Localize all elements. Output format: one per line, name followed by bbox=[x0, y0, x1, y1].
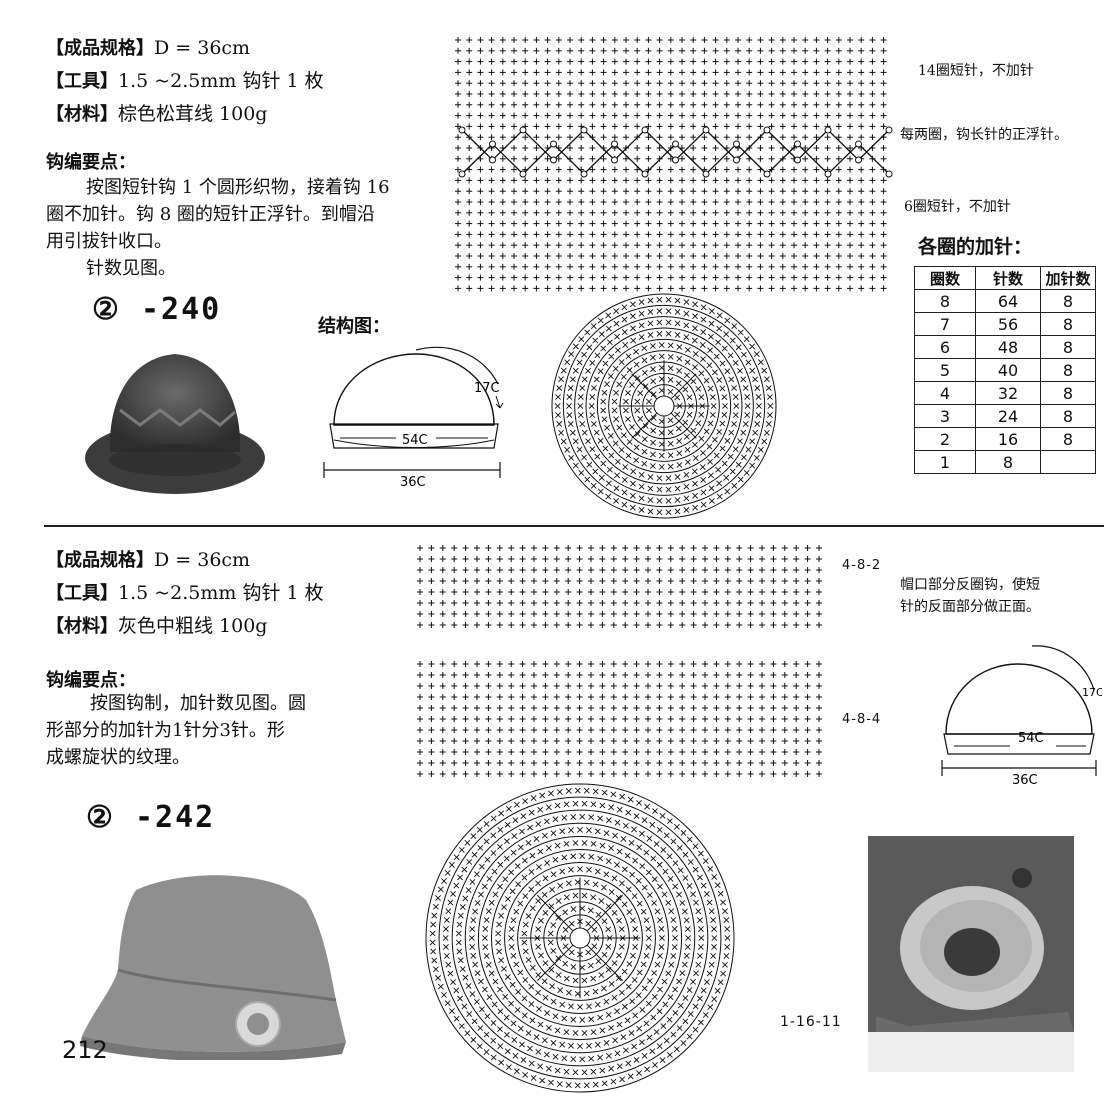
top-spec-material: 【材料】棕色松茸线 100g bbox=[46, 103, 268, 125]
top-dim-36: 36C bbox=[400, 475, 426, 490]
top-structure-diagram: 17C 54C 36C bbox=[323, 346, 504, 490]
top-spec-size: 【成品规格】D = 36cm bbox=[46, 37, 251, 59]
bottom-spec-size: 【成品规格】D = 36cm bbox=[46, 549, 251, 571]
bottom-note: 帽口部分反圈钩，使短 针的反面部分做正面。 bbox=[900, 577, 1040, 615]
bottom-dim-17: 17C bbox=[1082, 686, 1102, 699]
bottom-specs: 【成品规格】D = 36cm 【工具】1.5 ~2.5mm 钩针 1 枚 【材料… bbox=[46, 544, 324, 643]
page-number: 212 bbox=[62, 1036, 108, 1064]
table-header-row: 圈数 针数 加针数 bbox=[914, 266, 1096, 290]
top-circle-chart bbox=[551, 293, 777, 519]
top-dim-54: 54C bbox=[402, 433, 428, 448]
section-divider bbox=[44, 525, 1104, 527]
top-points-title: 钩编要点： bbox=[46, 152, 136, 173]
bottom-spec-material: 【材料】灰色中粗线 100g bbox=[46, 615, 268, 637]
top-note-3: 6圈短针，不加针 bbox=[904, 199, 1011, 215]
top-points-text: 按图短针钩 1 个圆形织物，接着钩 16 圈不加针。钩 8 圈的短针正浮针。到帽… bbox=[46, 177, 390, 279]
bottom-spec-tool: 【工具】1.5 ~2.5mm 钩针 1 枚 bbox=[46, 582, 324, 604]
top-structure-label: 结构图： bbox=[318, 316, 390, 337]
bottom-code-2: 4-8-4 bbox=[842, 712, 882, 727]
bottom-dim-54: 54C bbox=[1018, 731, 1044, 746]
flower-photo bbox=[868, 836, 1074, 1072]
bottom-stitch-chart-lower bbox=[417, 661, 822, 777]
bottom-code-1: 4-8-2 bbox=[842, 558, 882, 573]
top-note-1: 14圈短针，不加针 bbox=[918, 63, 1034, 79]
top-note-2: 每两圈，钩长针的正浮针。 bbox=[900, 127, 1068, 143]
top-dim-17: 17C bbox=[474, 381, 500, 396]
bottom-hat-photo bbox=[80, 875, 346, 1060]
bottom-points-title: 钩编要点： bbox=[46, 670, 136, 691]
top-model-number: ② -240 bbox=[92, 292, 222, 327]
bottom-model-number: ② -242 bbox=[86, 800, 216, 835]
increase-title: 各圈的加针： bbox=[918, 236, 1033, 258]
bottom-circle-chart bbox=[425, 783, 735, 1093]
bottom-code-3: 1-16-11 bbox=[780, 1014, 842, 1030]
bottom-structure-diagram: 17C 54C 36C bbox=[941, 645, 1102, 788]
bottom-stitch-chart-upper bbox=[417, 545, 822, 628]
top-hat-photo bbox=[85, 354, 265, 494]
top-stitch-chart bbox=[455, 37, 893, 292]
top-spec-tool: 【工具】1.5 ~2.5mm 钩针 1 枚 bbox=[46, 70, 324, 92]
top-specs: 【成品规格】D = 36cm 【工具】1.5 ~2.5mm 钩针 1 枚 【材料… bbox=[46, 32, 324, 131]
bottom-points-text: 按图钩制，加针数见图。圆 形部分的加针为1针分3针。形 成螺旋状的纹理。 bbox=[46, 693, 306, 768]
bottom-dim-36: 36C bbox=[1012, 773, 1038, 788]
